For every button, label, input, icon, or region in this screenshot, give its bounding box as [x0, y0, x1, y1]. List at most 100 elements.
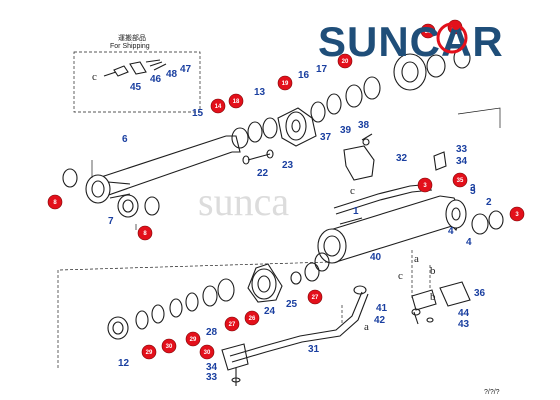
letter-a-lower: a — [364, 321, 369, 333]
red-callout-30b: 30 — [199, 344, 215, 360]
callout-31: 31 — [308, 344, 320, 355]
pipe-31 — [221, 285, 369, 371]
svg-text:8: 8 — [53, 200, 57, 206]
red-callouts: 8 8 14 18 19 20 26 27 27 29 29 30 30 35 … — [47, 19, 525, 360]
bolt-22-23 — [242, 149, 274, 165]
svg-text:20: 20 — [342, 59, 349, 65]
callout-39: 39 — [340, 125, 352, 136]
svg-text:27: 27 — [229, 322, 236, 328]
callout-37: 37 — [320, 132, 332, 143]
callout-33b: 33 — [206, 372, 218, 383]
callout-24: 24 — [264, 306, 276, 317]
callout-45-box: 45 — [130, 82, 142, 93]
watermark-text: sunca — [198, 179, 289, 224]
callout-47-box: 47 — [180, 64, 192, 75]
letter-c-upper: c — [350, 185, 355, 197]
callout-43: 43 — [458, 319, 470, 330]
callout-44: 44 — [458, 308, 470, 319]
letter-c-lower: c — [398, 270, 403, 282]
svg-text:29: 29 — [146, 350, 153, 356]
footer-code: ?/?/? — [484, 389, 500, 396]
callout-4: 4 — [466, 237, 472, 248]
svg-text:3: 3 — [423, 183, 427, 189]
callout-33: 33 — [456, 144, 468, 155]
clamp-36 — [411, 281, 471, 325]
shipping-title-en: For Shipping — [110, 43, 150, 50]
red-callout-35c: 35 — [420, 23, 436, 39]
brand-name: SUNCAR — [318, 18, 504, 65]
callout-1: 1 — [353, 206, 359, 217]
callout-2: 2 — [486, 197, 492, 208]
bolt-33-34 — [231, 368, 241, 386]
red-callout-8a: 8 — [47, 194, 63, 210]
svg-text:35: 35 — [457, 178, 464, 184]
logo-dot-icon — [452, 22, 460, 30]
callout-40: 40 — [370, 252, 382, 263]
letter-b-upper: b — [430, 265, 436, 277]
svg-text:14: 14 — [215, 104, 222, 110]
shipping-parts-box: 運搬部品 For Shipping c 45 46 47 48 — [73, 33, 201, 113]
red-callout-20: 20 — [337, 53, 353, 69]
svg-text:27: 27 — [312, 295, 319, 301]
reference-letters: c a b c a b — [350, 185, 436, 333]
callout-25: 25 — [286, 299, 298, 310]
callout-38: 38 — [358, 120, 370, 131]
red-callout-14: 14 — [210, 98, 226, 114]
red-callout-30a: 30 — [161, 338, 177, 354]
svg-text:35: 35 — [425, 29, 432, 35]
red-callout-35a: 35 — [452, 172, 468, 188]
callout-17: 17 — [316, 64, 328, 75]
shipping-letter-c: c — [92, 71, 97, 83]
callout-46-box: 46 — [150, 74, 162, 85]
svg-text:26: 26 — [249, 316, 256, 322]
callout-6: 6 — [122, 134, 128, 145]
bracket-37 — [343, 133, 375, 181]
red-callout-18: 18 — [228, 93, 244, 109]
svg-text:29: 29 — [190, 337, 197, 343]
callout-22: 22 — [257, 168, 269, 179]
callout-36: 36 — [474, 288, 486, 299]
red-callout-3a: 3 — [417, 177, 433, 193]
svg-text:18: 18 — [233, 99, 240, 105]
callout-12: 12 — [118, 358, 130, 369]
red-callout-8b: 8 — [137, 225, 153, 241]
svg-text:8: 8 — [143, 231, 147, 237]
svg-text:30: 30 — [166, 344, 173, 350]
svg-text:30: 30 — [204, 350, 211, 356]
callout-48-box: 48 — [166, 69, 178, 80]
callout-5: 5 — [470, 186, 476, 197]
logo-gear-icon — [436, 22, 468, 54]
callout-4b: 4 — [448, 226, 454, 237]
piston-rod — [85, 135, 241, 204]
rod-seals-upper — [231, 76, 381, 149]
letter-a-upper: a — [414, 253, 419, 265]
suncar-logo: SUNCAR — [318, 18, 504, 65]
red-callout-29a: 29 — [141, 344, 157, 360]
bushing-7 — [62, 168, 160, 218]
callout-16: 16 — [298, 70, 310, 81]
piston-pack-lower — [107, 252, 330, 340]
callout-23: 23 — [282, 160, 294, 171]
red-callout-19: 19 — [277, 75, 293, 91]
cylinder-tube — [317, 195, 504, 264]
callout-3: 3 — [470, 183, 476, 194]
callout-28: 28 — [206, 327, 218, 338]
red-callout-29b: 29 — [185, 331, 201, 347]
svg-text:3: 3 — [515, 212, 519, 218]
svg-text:19: 19 — [282, 81, 289, 87]
callout-7: 7 — [108, 216, 114, 227]
callout-41: 41 — [376, 303, 388, 314]
red-callout-26: 26 — [244, 310, 260, 326]
callout-15: 15 — [192, 108, 204, 119]
red-callout-27b: 27 — [307, 289, 323, 305]
blue-callouts: 1 2 3 4 5 6 7 12 13 15 16 17 22 23 24 25… — [108, 64, 492, 383]
callout-13: 13 — [254, 87, 266, 98]
shipping-title-cjk: 運搬部品 — [118, 33, 146, 42]
red-callout-27a: 27 — [224, 316, 240, 332]
callout-34: 34 — [456, 156, 468, 167]
letter-b-lower: b — [430, 291, 436, 303]
leader-lines — [57, 160, 431, 370]
callout-34b: 34 — [206, 362, 218, 373]
